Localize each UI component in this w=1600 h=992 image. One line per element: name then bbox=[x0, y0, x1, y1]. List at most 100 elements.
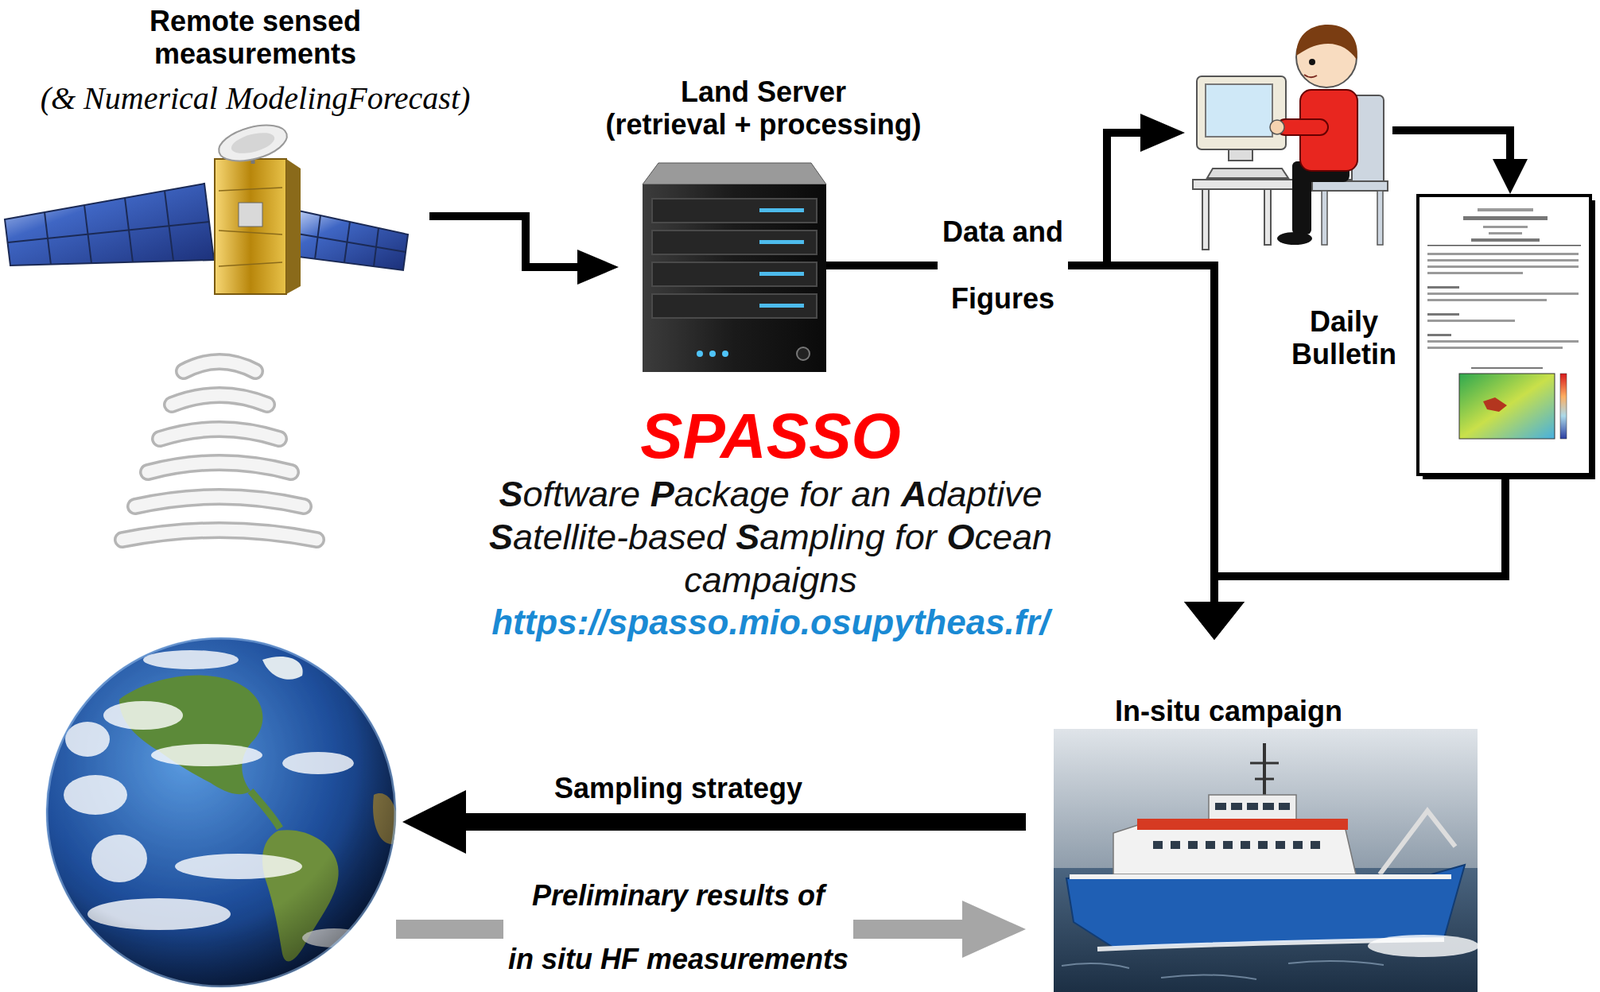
person-at-computer bbox=[1196, 76, 1286, 150]
satellite-illustration bbox=[238, 202, 263, 227]
edge-label-holder: Preliminary results of in situ HF measur… bbox=[503, 864, 854, 992]
satellite-illustration bbox=[287, 232, 406, 253]
operator-node bbox=[1188, 30, 1388, 250]
bulletin-document bbox=[1427, 252, 1579, 256]
ship-photo bbox=[1254, 778, 1274, 781]
node-subheading: (& Numerical ModelingForecast) bbox=[40, 79, 471, 118]
ship-photo bbox=[1161, 974, 1257, 980]
person-at-computer bbox=[1264, 189, 1271, 245]
bulletin-document bbox=[1488, 232, 1523, 235]
signal-waves bbox=[171, 395, 268, 405]
text-line: Preliminary results of bbox=[508, 864, 849, 929]
connector-line bbox=[464, 813, 1026, 832]
text-line: Data and bbox=[942, 198, 1064, 266]
ship-photo bbox=[1153, 841, 1321, 850]
ship-photo bbox=[1246, 803, 1259, 811]
server-illustration bbox=[759, 240, 804, 245]
person-at-computer bbox=[1205, 84, 1273, 137]
edge-label: Data and Figures bbox=[942, 198, 1064, 333]
url-label: https://spasso.mio.osupytheas.fr/ bbox=[491, 601, 1050, 644]
signal-waves bbox=[122, 530, 317, 540]
signal-waves bbox=[122, 530, 317, 540]
ship-photo bbox=[1061, 963, 1130, 969]
satellite-illustration bbox=[7, 190, 210, 265]
satellite-illustration bbox=[285, 209, 408, 271]
bulletin-document bbox=[1427, 244, 1581, 247]
server-illustration bbox=[759, 303, 804, 308]
connector bbox=[429, 216, 619, 285]
earth-globe bbox=[46, 637, 397, 988]
signal-waves bbox=[183, 361, 256, 372]
text-line: Bulletin bbox=[1291, 337, 1397, 371]
ship-photo bbox=[1288, 961, 1384, 966]
earth-globe bbox=[46, 637, 399, 988]
signal-waves bbox=[122, 361, 317, 540]
ship-photo bbox=[1262, 803, 1274, 811]
satellite-illustration bbox=[214, 159, 287, 295]
ship-photo bbox=[1069, 874, 1452, 880]
ship-photo bbox=[1053, 729, 1480, 992]
arrowhead bbox=[1140, 113, 1185, 152]
person-at-computer bbox=[1192, 24, 1388, 250]
signal-waves bbox=[122, 361, 317, 540]
bulletin-document bbox=[1427, 286, 1460, 289]
ship-photo bbox=[1188, 841, 1198, 850]
bulletin-document bbox=[1483, 397, 1507, 412]
text-line: Land Server bbox=[605, 75, 921, 109]
signal-waves bbox=[159, 429, 280, 439]
bulletin-document bbox=[1477, 208, 1534, 212]
text-line: (retrieval + processing) bbox=[605, 108, 921, 141]
text-line: (& Numerical ModelingForecast) bbox=[40, 80, 471, 117]
satellite-illustration bbox=[218, 230, 283, 235]
bulletin-document bbox=[1427, 299, 1547, 302]
ship-photo bbox=[1262, 743, 1267, 797]
bulletin-document bbox=[1427, 265, 1579, 268]
node-heading: Daily Bulletin bbox=[1291, 305, 1397, 371]
ship-photo bbox=[1293, 841, 1303, 850]
bulletin-document bbox=[1427, 259, 1579, 262]
server-illustration bbox=[709, 350, 716, 358]
text-line: Remote sensed bbox=[149, 4, 362, 38]
server-illustration bbox=[652, 198, 817, 223]
ship-photo bbox=[1231, 803, 1243, 811]
person-at-computer bbox=[1292, 161, 1312, 235]
text-line: Figures bbox=[942, 265, 1064, 333]
bulletin-document bbox=[1427, 271, 1523, 275]
text-holder: (& Numerical ModelingForecast) bbox=[40, 79, 471, 118]
person-at-computer bbox=[1228, 149, 1253, 161]
signal-waves bbox=[171, 395, 268, 405]
ship-photo bbox=[1215, 803, 1227, 811]
bulletin-node: Daily Bulletin bbox=[1417, 195, 1591, 475]
bulletin-document bbox=[1463, 216, 1548, 221]
ship-photo bbox=[1137, 819, 1348, 831]
arrowhead bbox=[962, 900, 1026, 959]
earth-globe bbox=[46, 637, 397, 988]
arrowhead bbox=[1184, 601, 1245, 641]
signal-waves bbox=[147, 462, 292, 473]
ship-photo bbox=[1240, 841, 1251, 850]
signal-waves bbox=[183, 361, 256, 372]
person-at-computer bbox=[1312, 181, 1388, 191]
satellite-illustration bbox=[218, 187, 283, 267]
node-heading: In-situ campaign bbox=[1114, 695, 1343, 728]
server-illustration bbox=[722, 350, 729, 358]
person-at-computer bbox=[1308, 58, 1316, 66]
connector-line bbox=[1392, 130, 1511, 161]
server-illustration bbox=[759, 208, 804, 213]
node-heading: Remote sensed measurements bbox=[149, 4, 362, 70]
subtitle-label: Software Package for an Adaptive Satelli… bbox=[489, 473, 1053, 602]
ship-photo bbox=[1113, 823, 1356, 875]
text-line: campaigns bbox=[489, 559, 1053, 602]
bulletin-document bbox=[1427, 208, 1581, 369]
ship-photo bbox=[1215, 803, 1290, 811]
ship-photo bbox=[1205, 841, 1216, 850]
ship-photo bbox=[1208, 795, 1297, 823]
text-line: Software Package for an Adaptive bbox=[489, 473, 1053, 517]
server-illustration bbox=[696, 350, 703, 358]
signal-waves bbox=[147, 462, 292, 473]
initial-letter: S bbox=[489, 516, 513, 558]
initial-letter: S bbox=[499, 473, 524, 515]
satellite-illustration bbox=[287, 215, 406, 267]
text-holder: In-situ campaign bbox=[1114, 695, 1343, 728]
